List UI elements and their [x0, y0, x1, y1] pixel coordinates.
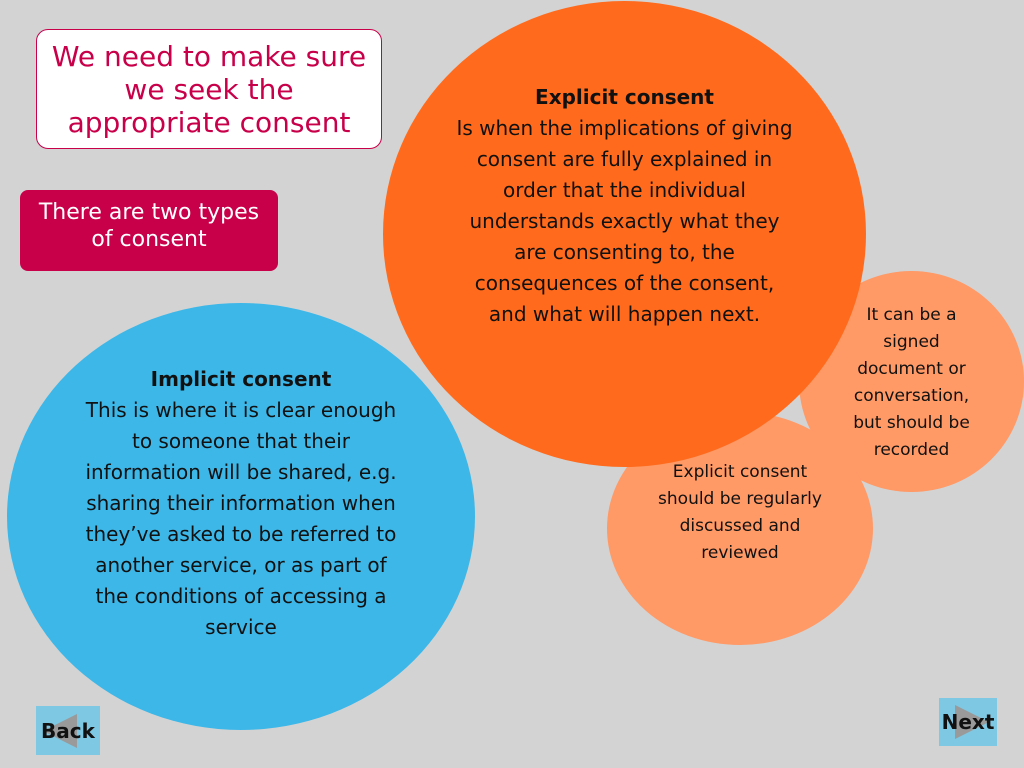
implicit-consent-heading: Implicit consent — [150, 367, 332, 391]
explicit-consent-circle: Explicit consent Is when the implication… — [383, 1, 866, 467]
arrow-right-icon — [955, 705, 989, 739]
back-button-label: Back — [41, 718, 95, 743]
slide-title: We need to make sure we seek the appropr… — [36, 29, 382, 149]
explicit-consent-body: Is when the implications of giving conse… — [456, 116, 793, 326]
back-button[interactable]: Back — [36, 706, 100, 755]
types-of-consent-text: There are two types of consent — [38, 200, 260, 252]
next-button-label: Next — [941, 710, 995, 734]
next-button[interactable]: Next — [939, 698, 997, 746]
explicit-consent-heading: Explicit consent — [535, 85, 714, 109]
slide-title-text: We need to make sure we seek the appropr… — [51, 39, 367, 139]
implicit-consent-body: This is where it is clear enough to some… — [85, 398, 397, 639]
signed-document-note-text: It can be a signed document or conversat… — [853, 305, 970, 460]
arrow-left-icon — [43, 713, 77, 748]
review-note-text: Explicit consent should be regularly dis… — [658, 462, 822, 563]
implicit-consent-circle: Implicit consent This is where it is cle… — [7, 303, 475, 730]
types-of-consent-label: There are two types of consent — [20, 190, 278, 271]
